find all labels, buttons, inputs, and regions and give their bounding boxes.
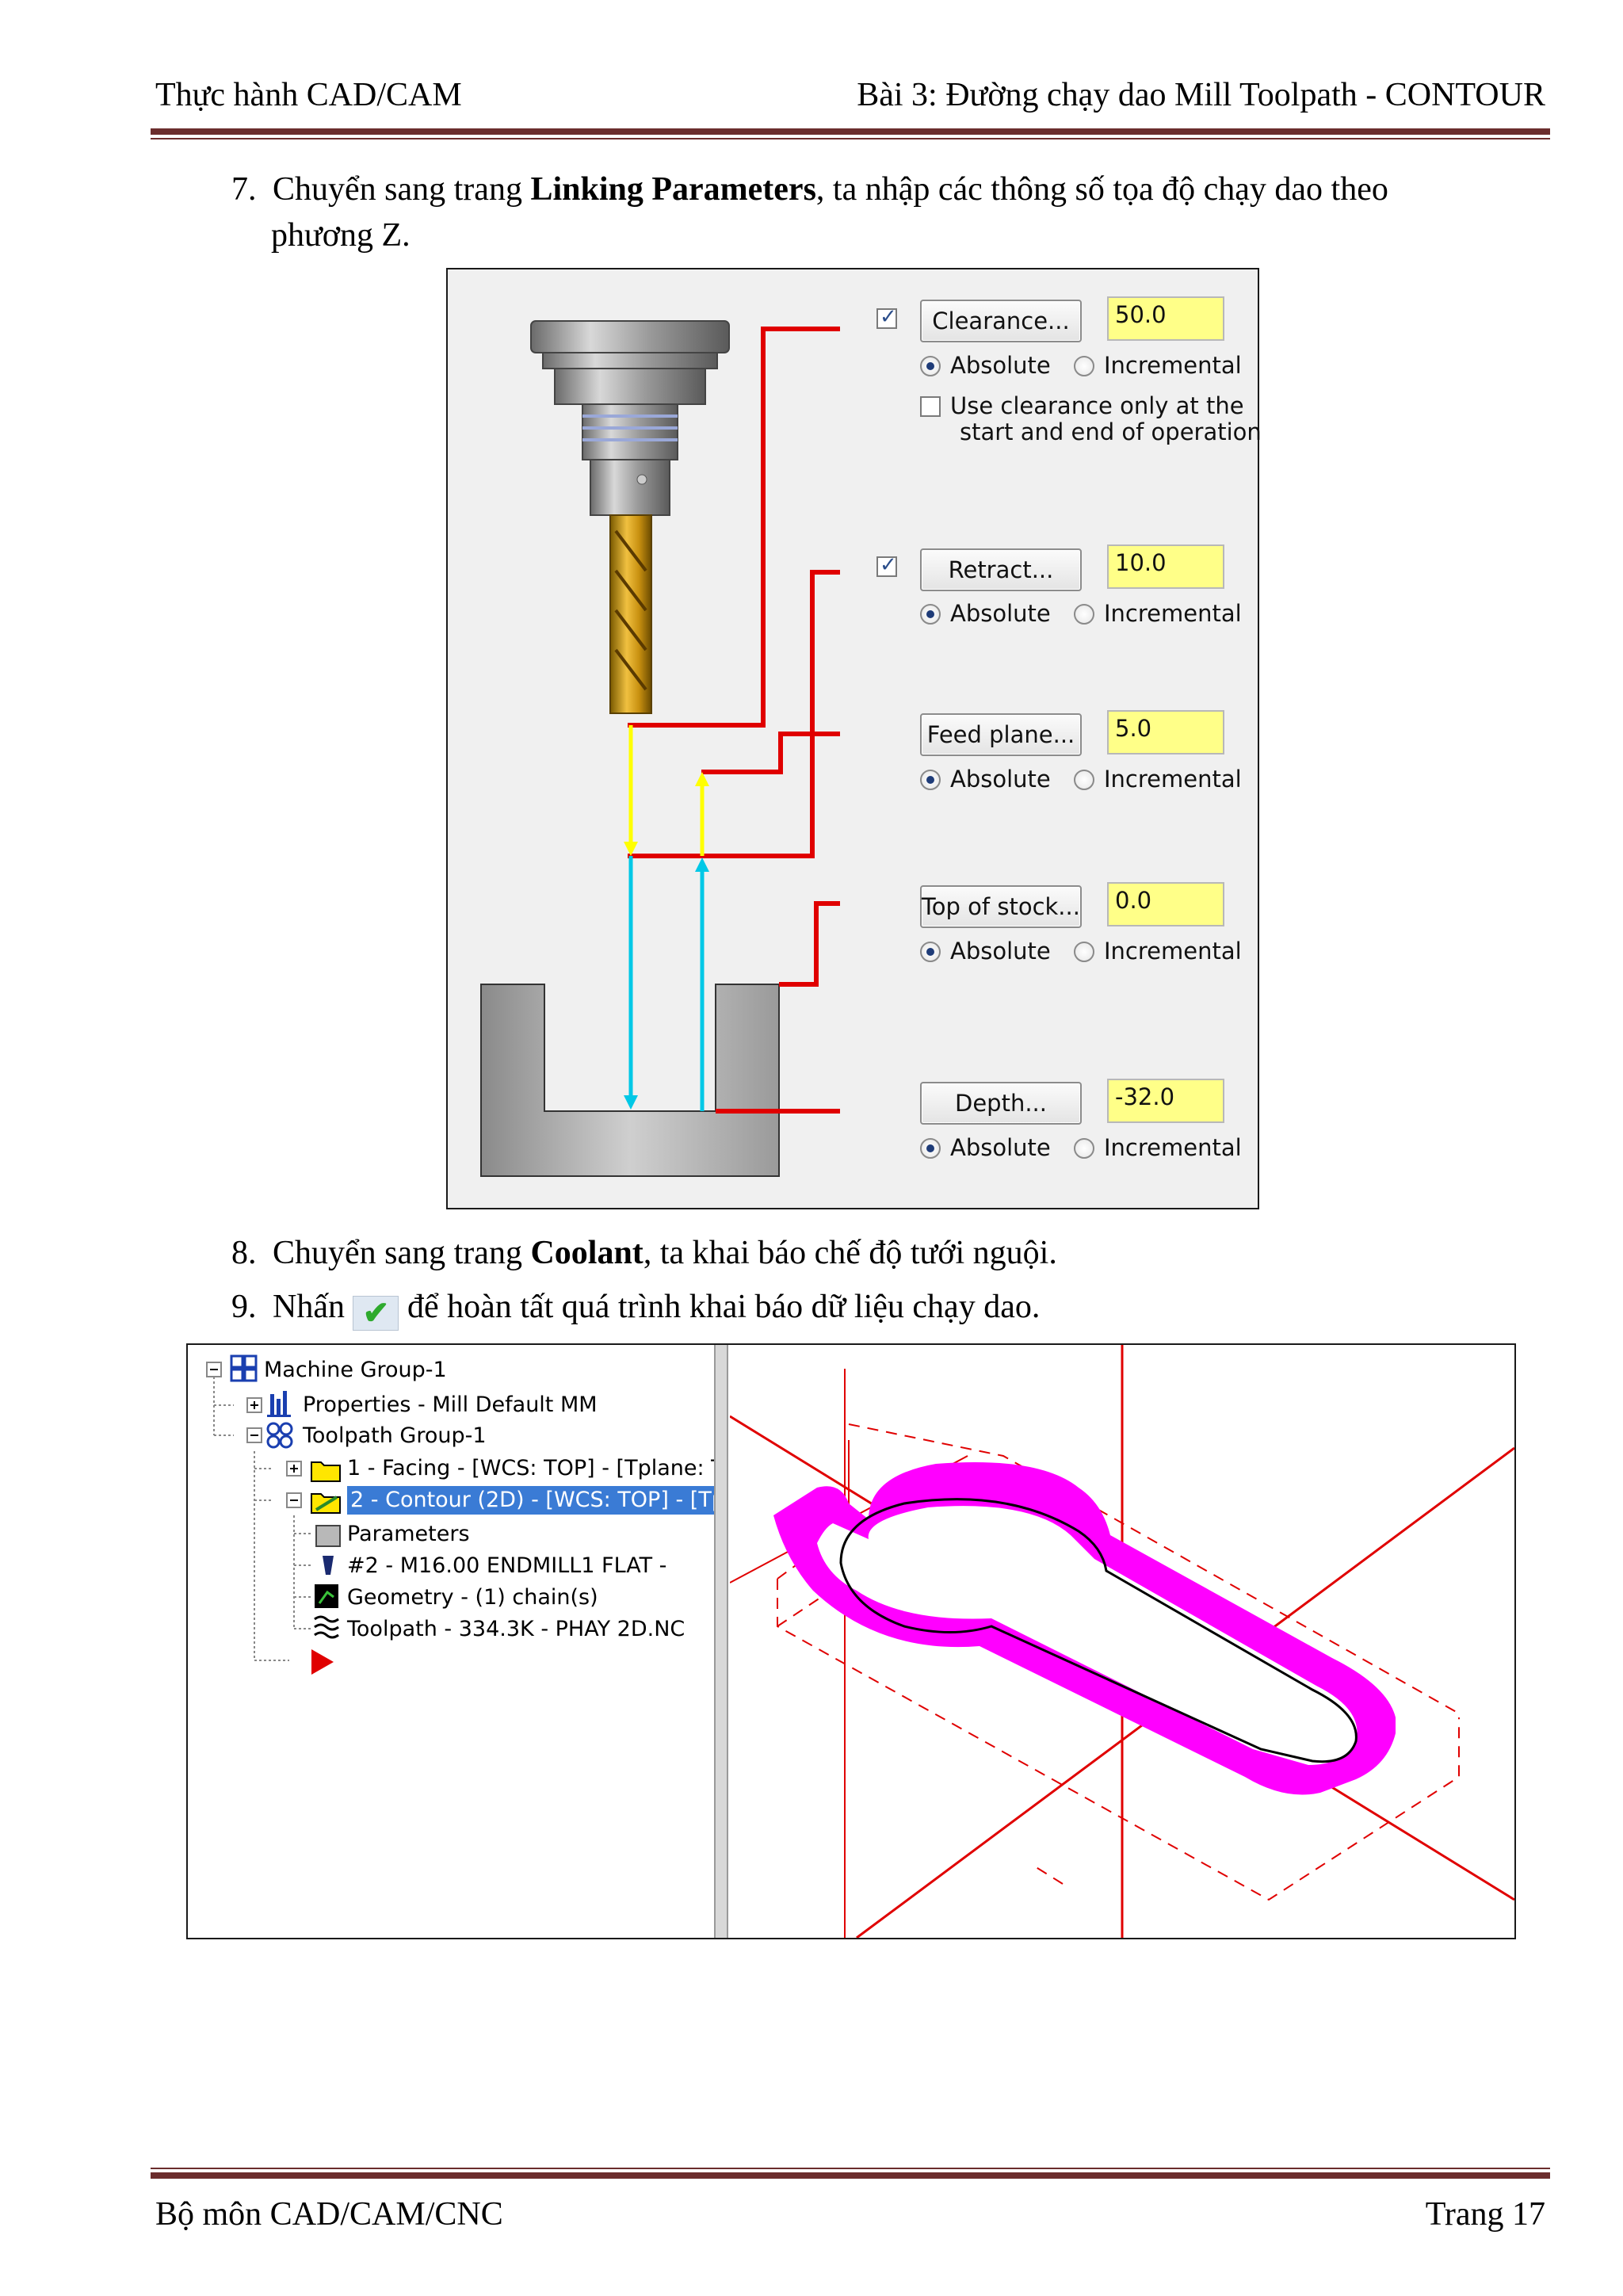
tree-properties[interactable]: Properties - Mill Default MM: [303, 1392, 598, 1417]
clearance-incremental-radio[interactable]: [1074, 356, 1094, 376]
header-rule-thin: [151, 138, 1550, 139]
clearance-checkbox[interactable]: [876, 305, 897, 329]
tree-machine-group[interactable]: Machine Group-1: [264, 1358, 447, 1382]
folder-open-icon: [311, 1493, 341, 1514]
feed-plane-incremental-radio[interactable]: [1074, 770, 1094, 790]
step-text: Chuyển sang trang: [273, 171, 531, 208]
feed-plane-incremental-label: Incremental: [1104, 766, 1242, 793]
step-number: 7.: [231, 171, 257, 208]
page-number: Trang 17: [1425, 2196, 1545, 2233]
guide-lines: [730, 1369, 968, 1938]
footer-rule: [151, 2172, 1550, 2179]
properties-icon: [267, 1391, 291, 1417]
panel-splitter[interactable]: [714, 1345, 728, 1938]
step-number: 9.: [231, 1289, 257, 1325]
top-of-stock-value-input[interactable]: 0.0: [1107, 882, 1224, 926]
top-of-stock-button[interactable]: Top of stock...: [920, 885, 1082, 928]
retract-checkbox[interactable]: [876, 553, 897, 577]
insert-arrow-icon: [311, 1649, 334, 1675]
tool-icon: [323, 1556, 334, 1575]
footer-left: Bộ môn CAD/CAM/CNC: [155, 2196, 503, 2233]
step-text: Nhấn: [273, 1289, 353, 1325]
endmill-icon: [609, 514, 652, 714]
retract-absolute-radio[interactable]: [920, 604, 941, 625]
green-check-icon[interactable]: ✔: [353, 1296, 399, 1331]
clearance-value-input[interactable]: 50.0: [1107, 296, 1224, 341]
toolpath-tree: Machine Group-1 Properties - Mill Defaul…: [188, 1345, 714, 1938]
step-text-after: để hoàn tất quá trình khai báo dữ liệu c…: [399, 1289, 1041, 1325]
tool-holder-icon: [530, 320, 730, 516]
footer-rule-thin: [151, 2168, 1550, 2169]
retract-value-input[interactable]: 10.0: [1107, 544, 1224, 589]
clearance-only-label-2: start and end of operation: [960, 418, 1262, 445]
level-lines: [628, 327, 840, 1114]
top-of-stock-absolute-radio[interactable]: [920, 942, 941, 962]
depth-incremental-radio[interactable]: [1074, 1138, 1094, 1159]
graphics-viewport[interactable]: [730, 1345, 1514, 1938]
depth-button[interactable]: Depth...: [920, 1082, 1082, 1125]
toolpath-icon: [314, 1615, 339, 1639]
step-7-line2: phương Z.: [271, 217, 411, 254]
header-left: Thực hành CAD/CAM: [155, 77, 462, 113]
tree-parameters[interactable]: Parameters: [347, 1522, 470, 1546]
operations-screenshot: Machine Group-1 Properties - Mill Defaul…: [186, 1343, 1516, 1939]
depth-value-input[interactable]: -32.0: [1107, 1079, 1224, 1123]
linking-parameters-dialog: Clearance... 50.0 Absolute Incremental U…: [446, 268, 1262, 1209]
parameters-icon: [315, 1525, 341, 1547]
clearance-absolute-radio[interactable]: [920, 356, 941, 376]
tree-operation-contour[interactable]: 2 - Contour (2D) - [WCS: TOP] - [Tpl: [347, 1486, 714, 1515]
step-text-after: , ta nhập các thông số tọa độ chạy dao t…: [815, 171, 1388, 208]
depth-absolute-radio[interactable]: [920, 1138, 941, 1159]
motion-arrows: [624, 725, 709, 1111]
depth-absolute-label: Absolute: [950, 1134, 1051, 1161]
retract-incremental-radio[interactable]: [1074, 604, 1094, 625]
step-9: 9. Nhấn ✔ để hoàn tất quá trình khai báo…: [231, 1284, 1040, 1331]
clearance-only-checkbox[interactable]: [920, 396, 941, 417]
feed-plane-value-input[interactable]: 5.0: [1107, 710, 1224, 755]
retract-absolute-label: Absolute: [950, 600, 1051, 627]
tree-operation-facing[interactable]: 1 - Facing - [WCS: TOP] - [Tplane: T: [347, 1456, 714, 1480]
tree-geometry[interactable]: Geometry - (1) chain(s): [347, 1585, 598, 1610]
linking-diagram: [480, 320, 840, 1177]
feed-plane-absolute-radio[interactable]: [920, 770, 941, 790]
step-number: 8.: [231, 1235, 257, 1271]
feed-plane-button[interactable]: Feed plane...: [920, 713, 1082, 756]
step-text-after: , ta khai báo chế độ tưới nguội.: [643, 1235, 1057, 1271]
clearance-button[interactable]: Clearance...: [920, 300, 1082, 342]
feed-plane-absolute-label: Absolute: [950, 766, 1051, 793]
depth-incremental-label: Incremental: [1104, 1134, 1242, 1161]
retract-incremental-label: Incremental: [1104, 600, 1242, 627]
retract-button[interactable]: Retract...: [920, 548, 1082, 591]
machine-group-icon: [230, 1354, 258, 1382]
step-7: 7. Chuyển sang trang Linking Parameters,…: [231, 166, 1547, 212]
top-of-stock-incremental-label: Incremental: [1104, 938, 1242, 965]
step-text: Chuyển sang trang: [273, 1235, 531, 1271]
toolpath-group-icon: [266, 1422, 293, 1449]
tree-tool[interactable]: #2 - M16.00 ENDMILL1 FLAT -: [347, 1553, 667, 1578]
clearance-absolute-label: Absolute: [950, 352, 1051, 379]
geometry-icon: [315, 1584, 338, 1608]
step-8: 8. Chuyển sang trang Coolant, ta khai bá…: [231, 1230, 1057, 1276]
stock-block: [480, 984, 780, 1177]
tree-connectors: [206, 1354, 341, 1675]
top-of-stock-absolute-label: Absolute: [950, 938, 1051, 965]
clearance-only-label-1: Use clearance only at the: [950, 392, 1244, 419]
step-bold-term: Coolant: [530, 1235, 643, 1271]
tree-toolpath[interactable]: Toolpath - 334.3K - PHAY 2D.NC: [347, 1617, 685, 1641]
header-rule: [151, 128, 1550, 135]
tree-toolpath-group[interactable]: Toolpath Group-1: [303, 1423, 487, 1448]
step-bold-term: Linking Parameters: [530, 171, 816, 208]
header-right: Bài 3: Đường chạy dao Mill Toolpath - CO…: [857, 77, 1545, 113]
clearance-incremental-label: Incremental: [1104, 352, 1242, 379]
top-of-stock-incremental-radio[interactable]: [1074, 942, 1094, 962]
folder-icon: [311, 1461, 341, 1482]
contour-chain: [839, 1498, 1358, 1763]
